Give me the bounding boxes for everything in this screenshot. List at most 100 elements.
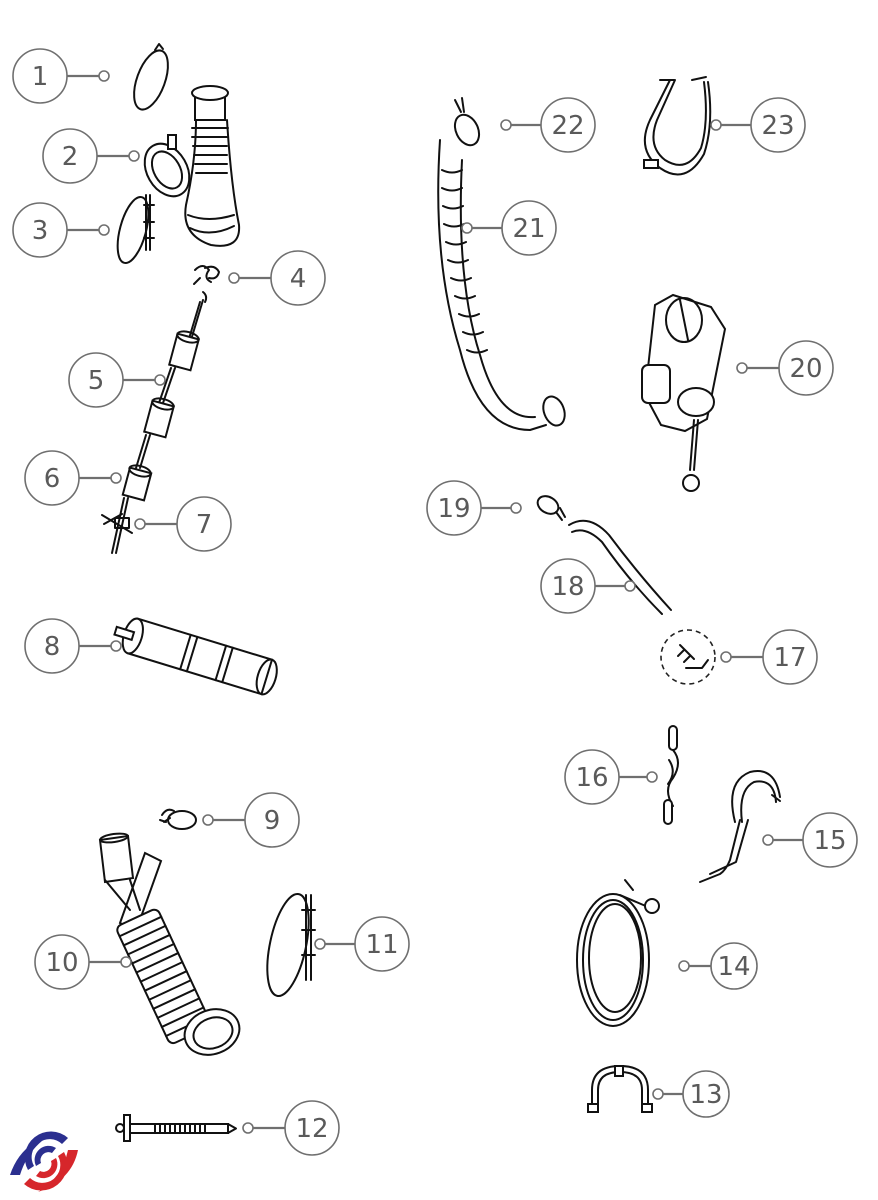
callout-1: 1	[12, 48, 110, 104]
callout-number: 22	[551, 111, 584, 141]
leader-dot	[128, 150, 140, 162]
callout-number: 5	[88, 366, 105, 396]
callout-number: 21	[512, 214, 545, 244]
callout-circle	[501, 200, 557, 256]
part-13-u-bracket	[587, 1065, 653, 1113]
leader-dot	[110, 640, 122, 652]
leader-dot	[202, 814, 214, 826]
callout-number: 11	[365, 930, 398, 960]
callout-19: 19	[426, 480, 522, 536]
callout-number: 1	[32, 62, 49, 92]
leader-dot	[98, 70, 110, 82]
callout-circle	[42, 128, 98, 184]
callout-number: 3	[32, 216, 49, 246]
callout-18: 18	[540, 558, 636, 614]
callout-circle	[710, 942, 758, 990]
leader-dot	[762, 834, 774, 846]
leader-dot	[510, 502, 522, 514]
callout-21: 21	[461, 200, 557, 256]
callout-number: 13	[689, 1080, 722, 1110]
callout-circle	[12, 48, 68, 104]
callout-circle	[540, 97, 596, 153]
leader-dot	[624, 580, 636, 592]
leader-dot	[736, 362, 748, 374]
part-16-strap-bracket	[663, 725, 679, 825]
callout-number: 17	[773, 643, 806, 673]
callout-circle	[244, 792, 300, 848]
callout-number: 15	[813, 826, 846, 856]
part-12-bolt	[115, 1114, 237, 1142]
callout-number: 2	[62, 142, 79, 172]
leader-dot	[228, 272, 240, 284]
callout-7: 7	[134, 496, 232, 552]
leader-dot	[120, 956, 132, 968]
callout-circle	[284, 1100, 340, 1156]
callout-circle	[802, 812, 858, 868]
leader-dot	[98, 224, 110, 236]
callout-15: 15	[762, 812, 858, 868]
callout-12: 12	[242, 1100, 340, 1156]
part-10-y-bellows-hose	[98, 832, 241, 1056]
callout-circle	[12, 202, 68, 258]
callout-number: 19	[437, 494, 470, 524]
callout-circle	[270, 250, 326, 306]
callout-circle	[762, 629, 818, 685]
leader-dot	[110, 472, 122, 484]
part-20-pump-housing	[641, 293, 727, 492]
leader-dot	[461, 222, 473, 234]
callout-circle	[68, 352, 124, 408]
callout-circle	[778, 340, 834, 396]
part-11-screw-clamp	[266, 892, 316, 998]
callout-17: 17	[720, 629, 818, 685]
callout-number: 20	[789, 354, 822, 384]
callout-number: 6	[44, 464, 61, 494]
part-4-spring-clip	[193, 265, 220, 285]
callout-9: 9	[202, 792, 300, 848]
part-7-cable-tie	[101, 513, 133, 534]
part-15-hook-holder	[699, 770, 781, 883]
brand-logo	[10, 1131, 78, 1192]
callout-number: 12	[295, 1114, 328, 1144]
callout-13: 13	[652, 1070, 730, 1118]
leader-dot	[500, 119, 512, 131]
callout-circle	[24, 450, 80, 506]
callout-number: 18	[551, 572, 584, 602]
callout-number: 23	[761, 111, 794, 141]
leader-dot	[646, 771, 658, 783]
part-2-bellows-elbow	[143, 85, 241, 247]
callout-circle	[564, 749, 620, 805]
callout-22: 22	[500, 97, 596, 153]
callout-10: 10	[34, 934, 132, 990]
part-8-damper	[113, 617, 278, 696]
callout-circle	[426, 480, 482, 536]
part-19-spring-clip	[536, 495, 566, 521]
callout-8: 8	[24, 618, 122, 674]
callout-4: 4	[228, 250, 326, 306]
callout-6: 6	[24, 450, 122, 506]
callout-number: 10	[45, 948, 78, 978]
callout-number: 16	[575, 763, 608, 793]
part-21-corrugated-hose	[437, 139, 566, 431]
callout-circle	[354, 916, 410, 972]
callout-number: 8	[44, 632, 61, 662]
part-18-drain-tube	[568, 519, 672, 615]
callout-number: 4	[290, 264, 307, 294]
callout-16: 16	[564, 749, 658, 805]
leader-dot	[314, 938, 326, 950]
part-17-connector-detail	[660, 629, 716, 685]
part-1-clamp-ring	[133, 43, 169, 111]
part-22-spring-clip	[453, 97, 481, 147]
leader-dot	[720, 651, 732, 663]
leader-dot	[678, 960, 690, 972]
callout-circle	[540, 558, 596, 614]
callout-circle	[750, 97, 806, 153]
callout-5: 5	[68, 352, 166, 408]
part-9-spring-clip	[159, 808, 197, 830]
part-23-plastic-clamp	[643, 76, 712, 176]
part-14-hose-coil	[576, 879, 660, 1027]
callout-23: 23	[710, 97, 806, 153]
callout-circle	[682, 1070, 730, 1118]
leader-dot	[154, 374, 166, 386]
leader-dot	[134, 518, 146, 530]
